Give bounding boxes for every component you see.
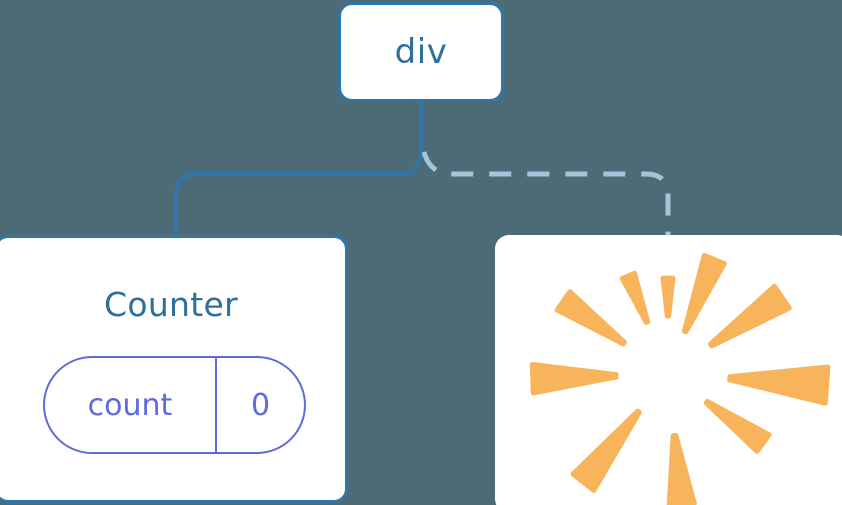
node-re-rendering[interactable] — [495, 235, 842, 505]
edge-div-to-counter — [174, 101, 423, 240]
state-value: 0 — [250, 387, 271, 423]
state-pill[interactable]: count 0 — [43, 356, 306, 454]
node-div[interactable]: div — [338, 2, 504, 102]
sparkle-ray-2 — [727, 364, 831, 406]
node-counter-label: Counter — [104, 285, 238, 324]
state-key: count — [45, 358, 217, 452]
sparkle-ray-3 — [703, 398, 772, 454]
sparkle-ray-1 — [707, 283, 792, 349]
edge-div-to-sparkle — [421, 151, 671, 240]
sparkle-burst-icon — [529, 252, 831, 505]
sparkle-ray-9 — [660, 275, 676, 319]
sparkle-ray-6 — [529, 362, 619, 396]
sparkle-ray-7 — [554, 289, 627, 347]
sparkle-ray-8 — [619, 270, 651, 325]
sparkle-ray-0 — [681, 252, 727, 335]
node-counter[interactable]: Counter count 0 — [0, 235, 348, 503]
sparkle-ray-5 — [570, 408, 642, 493]
node-div-label: div — [394, 32, 448, 72]
sparkle-ray-4 — [666, 433, 697, 505]
